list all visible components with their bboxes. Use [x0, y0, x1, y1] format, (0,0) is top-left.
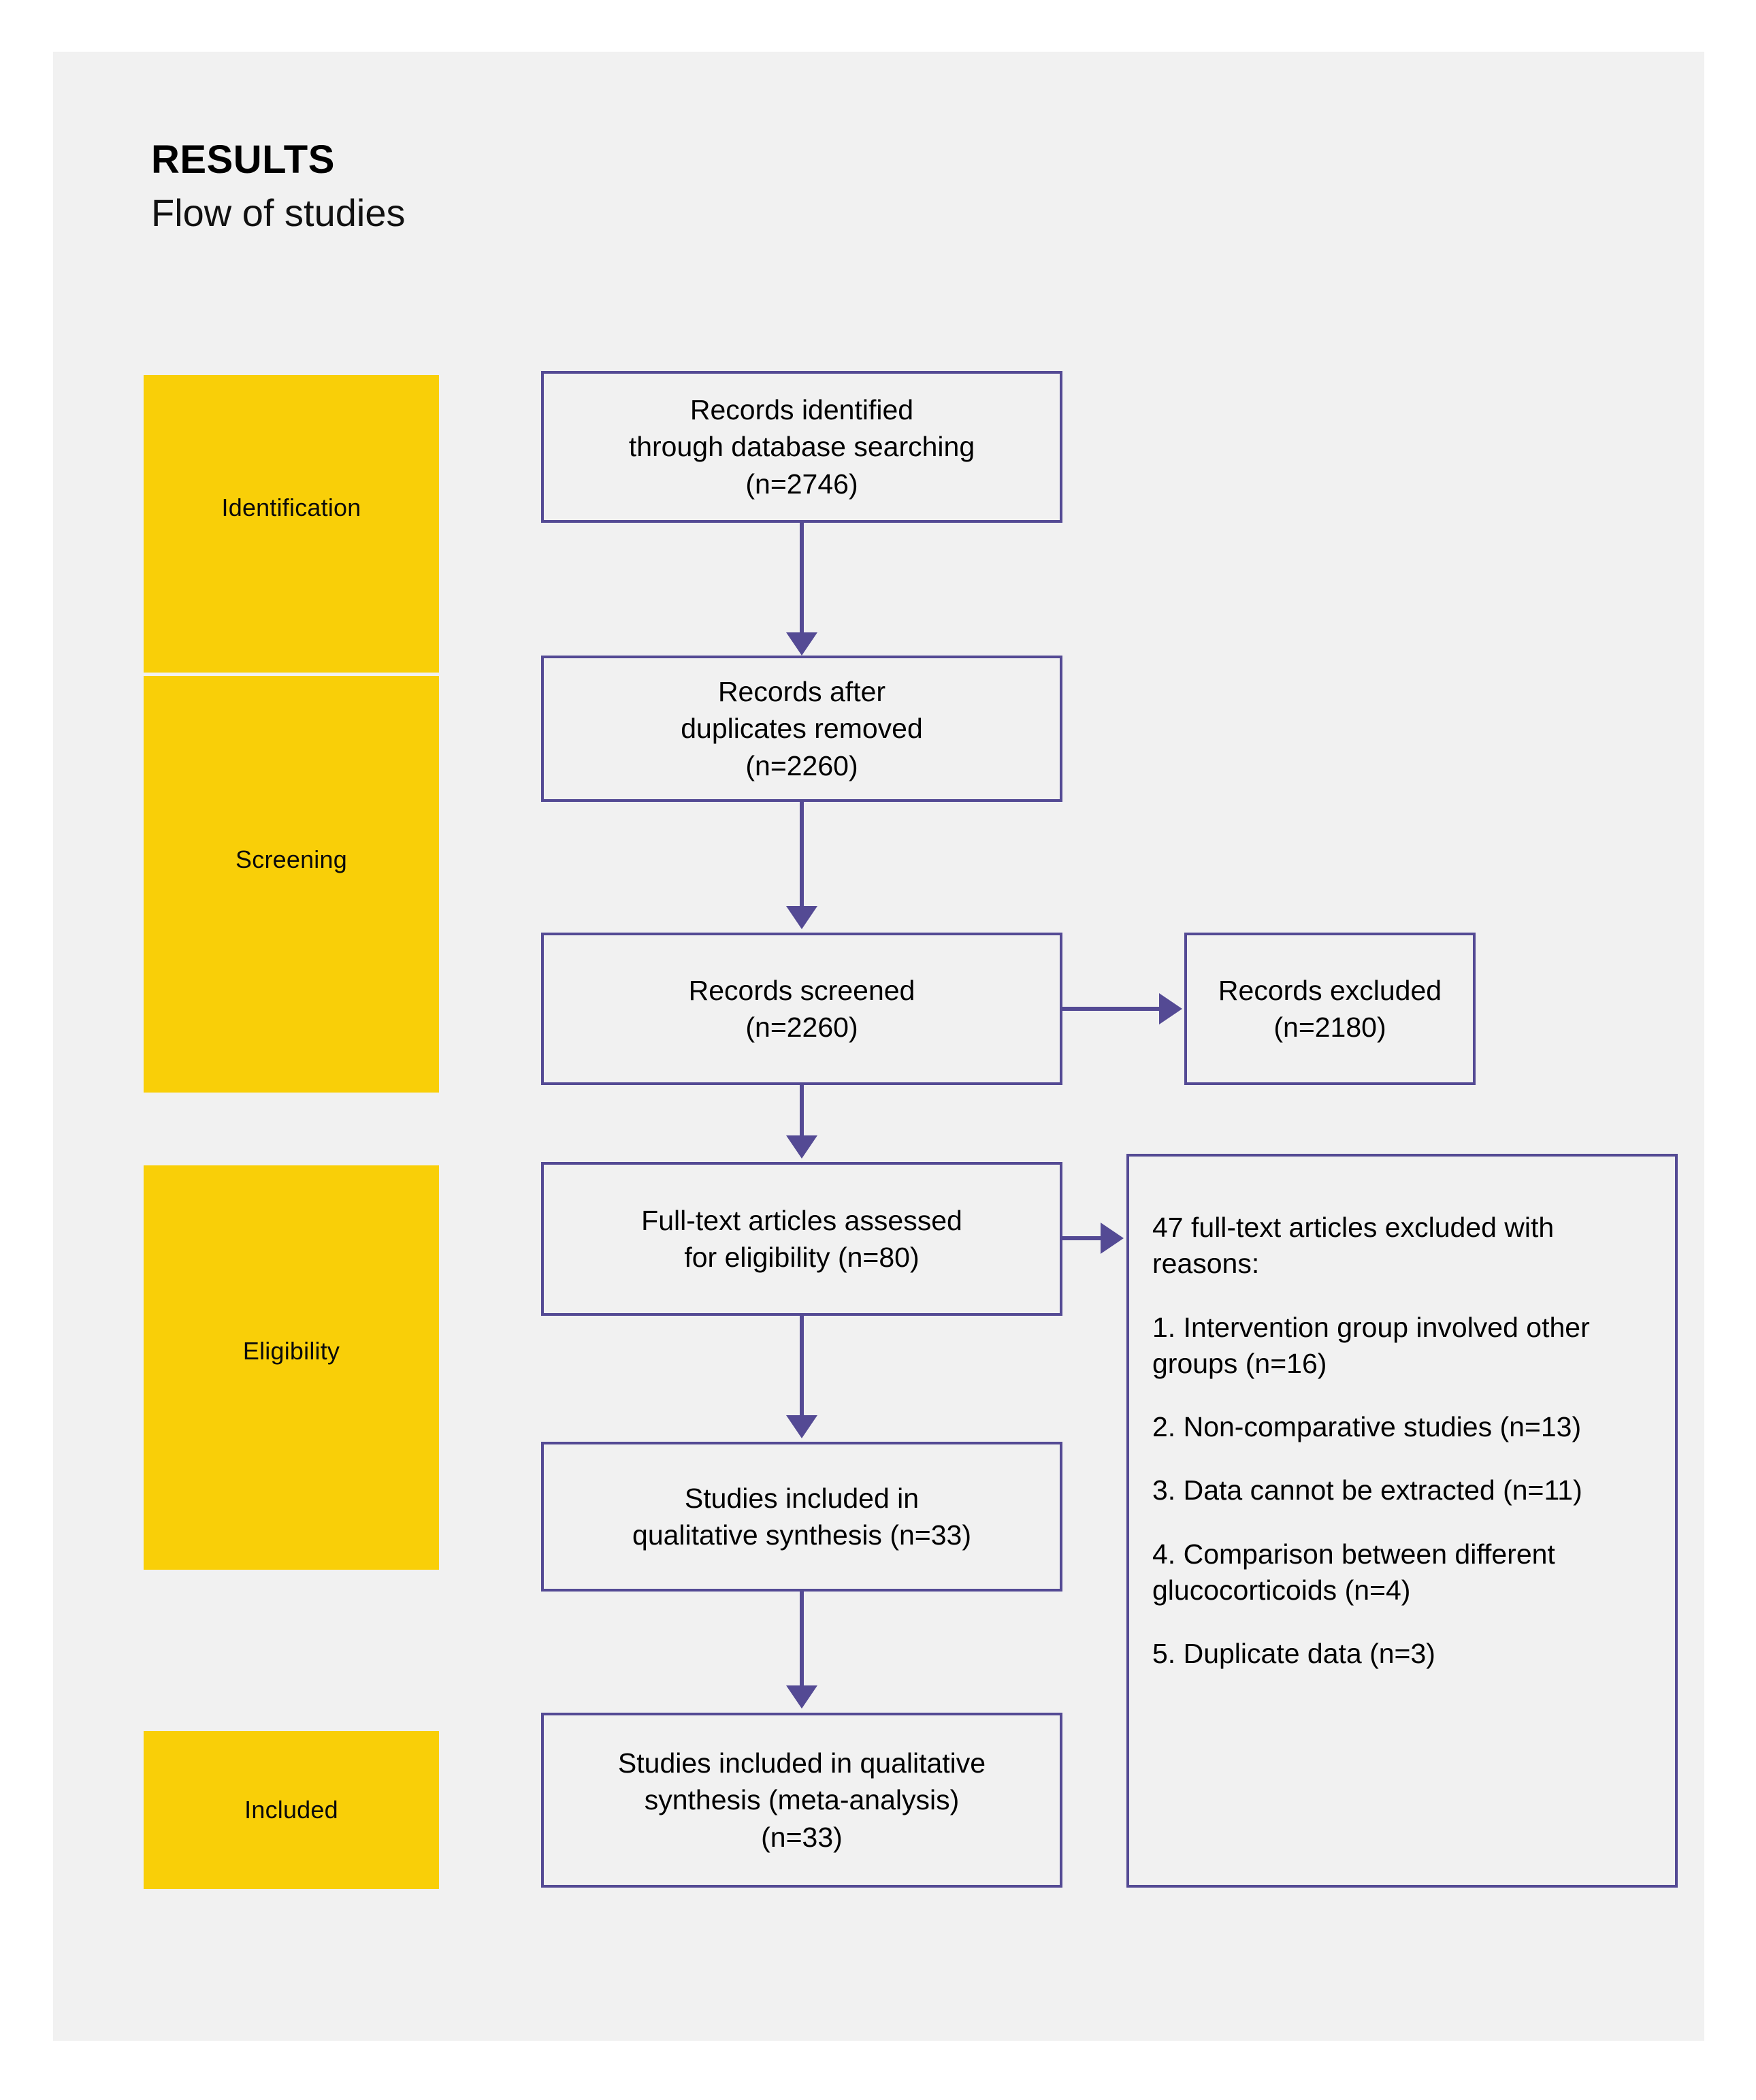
stage-bar-screening: Screening: [144, 676, 439, 1093]
stage-label-screening: Screening: [235, 845, 347, 873]
reasons-header: 47 full-text articles excluded with reas…: [1152, 1212, 1555, 1280]
arrow-down-icon: [786, 1415, 817, 1438]
reason-item-5: 5. Duplicate data (n=3): [1152, 1638, 1435, 1670]
stage-bar-included: Included: [144, 1731, 439, 1889]
heading-block: RESULTS Flow of studies: [151, 138, 406, 237]
flow-box-records-excluded: Records excluded (n=2180): [1184, 933, 1476, 1085]
page-subtitle: Flow of studies: [151, 191, 406, 234]
arrow-down-icon: [786, 1685, 817, 1709]
flow-box-fulltext-assessed: Full-text articles assessed for eligibil…: [541, 1162, 1062, 1316]
flow-box-text: Studies included in qualitative synthesi…: [617, 1747, 986, 1853]
flow-box-meta-analysis: Studies included in qualitative synthesi…: [541, 1713, 1062, 1888]
flow-box-text: Records excluded (n=2180): [1218, 974, 1442, 1043]
flow-box-qualitative-synthesis: Studies included in qualitative synthesi…: [541, 1442, 1062, 1592]
connector-fulltext-to-qualitative: [800, 1316, 804, 1417]
arrow-down-icon: [786, 632, 817, 656]
stage-label-eligibility: Eligibility: [242, 1337, 340, 1365]
flow-box-records-after-duplicates: Records after duplicates removed (n=2260…: [541, 656, 1062, 802]
connector-qualitative-to-meta: [800, 1592, 804, 1687]
connector-screened-to-excluded: [1062, 1007, 1161, 1011]
arrow-down-icon: [786, 1135, 817, 1159]
stage-label-included: Included: [244, 1796, 338, 1824]
flow-box-text: Full-text articles assessed for eligibil…: [641, 1204, 962, 1273]
reason-item-4: 4. Comparison between different glucocor…: [1152, 1538, 1555, 1606]
diagram-panel: RESULTS Flow of studies Identification S…: [53, 52, 1704, 2041]
arrow-right-icon: [1159, 993, 1182, 1024]
arrow-right-icon: [1101, 1223, 1124, 1254]
flow-box-records-screened: Records screened (n=2260): [541, 933, 1062, 1085]
reason-item-2: 2. Non-comparative studies (n=13): [1152, 1411, 1582, 1443]
connector-screened-to-fulltext: [800, 1085, 804, 1137]
flow-box-text: Records identified through database sear…: [628, 394, 975, 500]
page-title: RESULTS: [151, 138, 335, 182]
flow-box-text: Records after duplicates removed (n=2260…: [681, 676, 923, 781]
arrow-down-icon: [786, 906, 817, 929]
flow-box-text: Records screened (n=2260): [688, 974, 915, 1043]
reason-item-3: 3. Data cannot be extracted (n=11): [1152, 1474, 1582, 1506]
reason-item-1: 1. Intervention group involved other gro…: [1152, 1311, 1590, 1379]
stage-label-identification: Identification: [221, 493, 361, 521]
flow-box-records-identified: Records identified through database sear…: [541, 371, 1062, 523]
connector-fulltext-to-reasons: [1062, 1236, 1102, 1240]
connector-duplicates-to-screened: [800, 802, 804, 907]
flow-box-text: Studies included in qualitative synthesi…: [632, 1482, 971, 1551]
flow-box-exclusion-reasons: 47 full-text articles excluded with reas…: [1126, 1154, 1678, 1888]
stage-bar-eligibility: Eligibility: [144, 1165, 439, 1570]
connector-identified-to-duplicates: [800, 523, 804, 634]
stage-bar-identification: Identification: [144, 375, 439, 673]
